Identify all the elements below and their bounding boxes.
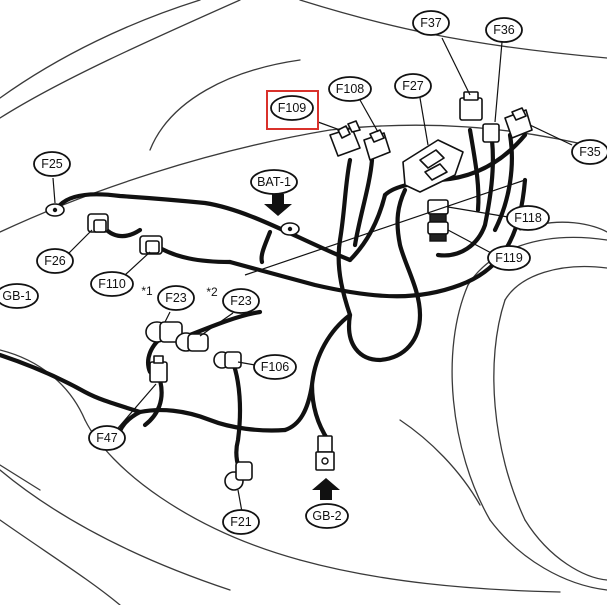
label-gb1-text: GB-1 <box>2 289 31 303</box>
connector-f36 <box>482 123 500 143</box>
component-labels: F109 F108 F27 F37 F36 F35 F118 F119 <box>0 10 607 535</box>
label-f26-text: F26 <box>44 254 66 268</box>
label-f35-text: F35 <box>579 145 601 159</box>
label-f35: F35 <box>571 139 607 165</box>
label-f119-text: F119 <box>495 251 523 265</box>
label-f110-text: F110 <box>98 277 126 291</box>
label-f26: F26 <box>36 248 74 274</box>
connector-f110 <box>139 235 163 255</box>
connector-f23-left <box>145 321 183 343</box>
label-gb2: GB-2 <box>305 503 349 529</box>
label-f106: F106 <box>253 354 297 380</box>
label-f118-text: F118 <box>514 211 542 225</box>
f109-highlight-box <box>266 90 319 130</box>
connectors <box>45 91 533 491</box>
connector-f25 <box>45 203 65 217</box>
label-f23-right: F23 <box>222 288 260 314</box>
connector-f108 <box>363 129 391 161</box>
label-f47: F47 <box>88 425 126 451</box>
label-f27-text: F27 <box>402 79 424 93</box>
gb2-arrow-icon <box>312 478 340 500</box>
label-f118: F118 <box>506 205 550 231</box>
label-gb2-text: GB-2 <box>312 509 341 523</box>
label-f109-text: F109 <box>278 101 307 115</box>
label-f119: F119 <box>487 245 531 271</box>
mark-star-2: *2 <box>206 285 218 299</box>
label-f47-text: F47 <box>96 431 118 445</box>
connector-f27 <box>402 139 464 193</box>
connector-f109 <box>329 120 361 157</box>
label-gb1: GB-1 <box>0 283 39 309</box>
connector-f21 <box>224 461 253 491</box>
connector-f26 <box>87 213 109 233</box>
label-bat1-text: BAT-1 <box>257 175 291 189</box>
connector-gb2 <box>315 435 335 471</box>
mark-star-1: *1 <box>141 284 153 298</box>
label-bat1: BAT-1 <box>250 169 298 195</box>
label-f106-text: F106 <box>261 360 290 374</box>
label-f23-left: F23 <box>157 285 195 311</box>
connector-f35 <box>504 107 533 139</box>
label-f27: F27 <box>394 73 432 99</box>
label-f108-text: F108 <box>336 82 365 96</box>
leader-lines <box>52 37 573 513</box>
connector-f47 <box>149 355 168 383</box>
connector-f23-right <box>175 332 209 352</box>
label-f21: F21 <box>222 509 260 535</box>
label-f36: F36 <box>485 17 523 43</box>
label-f23-right-text: F23 <box>230 294 252 308</box>
label-f25-text: F25 <box>41 157 63 171</box>
connector-f118-f119 <box>427 199 449 242</box>
label-f108: F108 <box>328 76 372 102</box>
label-f21-text: F21 <box>230 515 252 529</box>
label-f25: F25 <box>33 151 71 177</box>
bat1-arrow-icon <box>264 194 292 216</box>
label-f37-text: F37 <box>420 16 442 30</box>
label-f110: F110 <box>90 271 134 297</box>
label-f36-text: F36 <box>493 23 515 37</box>
label-f109: F109 <box>270 95 314 121</box>
ground-arrows <box>264 194 340 500</box>
label-f23-left-text: F23 <box>165 291 187 305</box>
connector-f37 <box>459 91 483 121</box>
connector-bat1 <box>280 222 300 236</box>
connector-f106 <box>213 351 242 369</box>
label-f37: F37 <box>412 10 450 36</box>
